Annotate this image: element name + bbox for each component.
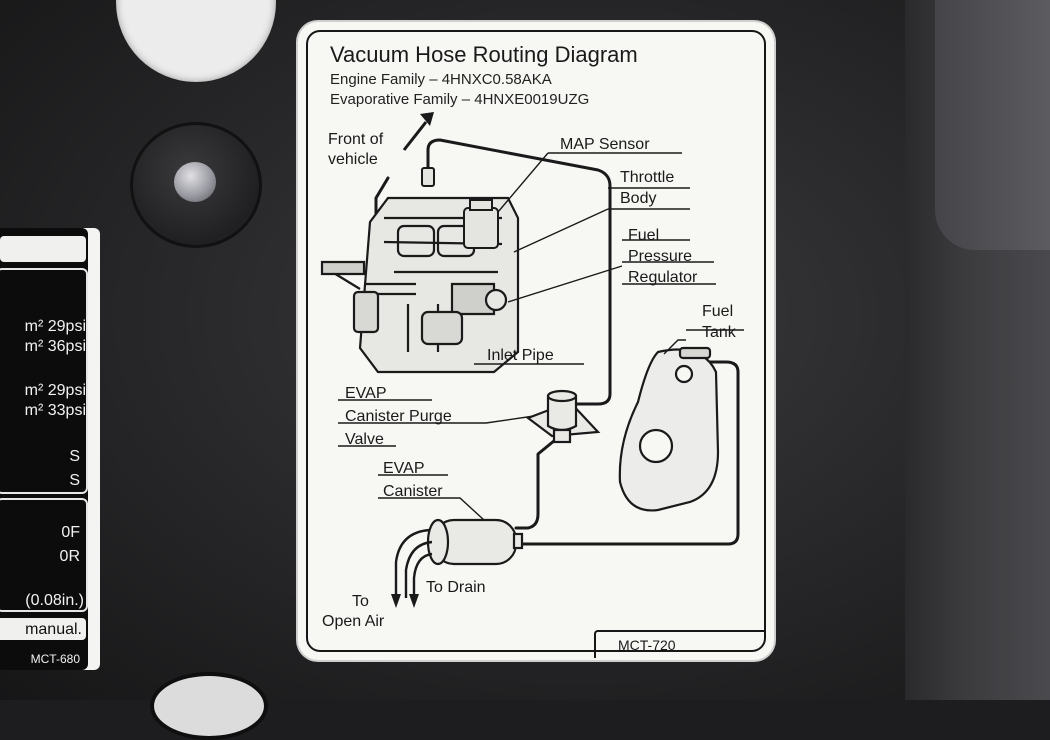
left-label-row: 0R [59,548,80,565]
evap-canister-part [426,518,524,566]
fuel-pressure-regulator-label: Pressure [628,248,693,265]
left-label-code: MCT-680 [30,652,80,666]
leader-lines [338,152,744,521]
left-label-row: 0F [61,524,80,541]
left-label-row: m² 29psi [24,382,86,399]
map-sensor-part [421,167,499,249]
fuel-vapor-hose [518,360,740,546]
purge-valve-part [525,389,601,444]
cover-bottom-hole [150,672,268,740]
left-spec-label: m² 29psi m² 36psi m² 29psi m² 33psi S S … [0,228,100,670]
cover-edge-lip [935,0,1050,250]
left-label-spec-box [0,498,88,612]
purge-valve-label: Valve [345,431,384,448]
label-code-box [594,630,766,658]
front-arrow [402,112,434,151]
fuel-tank-label: Tank [702,324,736,341]
vacuum-hose-main [426,138,612,406]
left-label-row: m² 36psi [24,338,86,355]
front-of-vehicle-label: Front of [328,131,384,148]
throttle-body-label: Body [620,190,657,207]
mounting-boss [130,122,262,248]
vacuum-hose-purge [514,434,562,530]
left-label-header-strip [0,236,86,262]
purge-valve-label: EVAP [345,385,387,402]
map-sensor-label: MAP Sensor [560,136,650,153]
purge-valve-label: Canister Purge [345,408,452,425]
drain-tubes [394,528,433,598]
left-label-manual: manual. [25,621,82,638]
to-open-air-label: Open Air [322,613,385,630]
label-code: MCT-720 [618,637,676,653]
fuel-tank-label: Fuel [702,303,734,320]
hose-routing-diagram [320,112,744,608]
to-drain-label: To Drain [426,579,486,596]
label-border [306,30,766,652]
left-label-row: m² 33psi [24,402,86,419]
engine-family: Engine Family – 4HNXC0.58AKA [330,71,552,88]
fuel-pressure-regulator-label: Regulator [628,269,698,286]
mounting-bolt [174,162,216,202]
inlet-pipe-label: Inlet Pipe [487,347,554,364]
left-label-row: S [69,472,80,489]
left-label-row: S [69,448,80,465]
drain-arrows [391,594,419,608]
fuel-tank-part [618,346,720,512]
diagram-title: Vacuum Hose Routing Diagram [330,42,638,67]
to-open-air-label: To [352,593,369,610]
evap-family: Evaporative Family – 4HNXE0019UZG [330,91,590,108]
left-label-pressure-box [0,268,88,494]
fuel-pressure-regulator-label: Fuel [628,227,660,244]
front-of-vehicle-label: vehicle [328,151,378,168]
left-label-manual-strip [0,618,86,640]
throttle-body-label: Throttle [620,169,675,186]
left-label-measure: (0.08in.) [25,592,84,609]
evap-canister-label: Canister [383,483,443,500]
left-label-row: m² 29psi [24,318,86,335]
evap-canister-label: EVAP [383,460,425,477]
